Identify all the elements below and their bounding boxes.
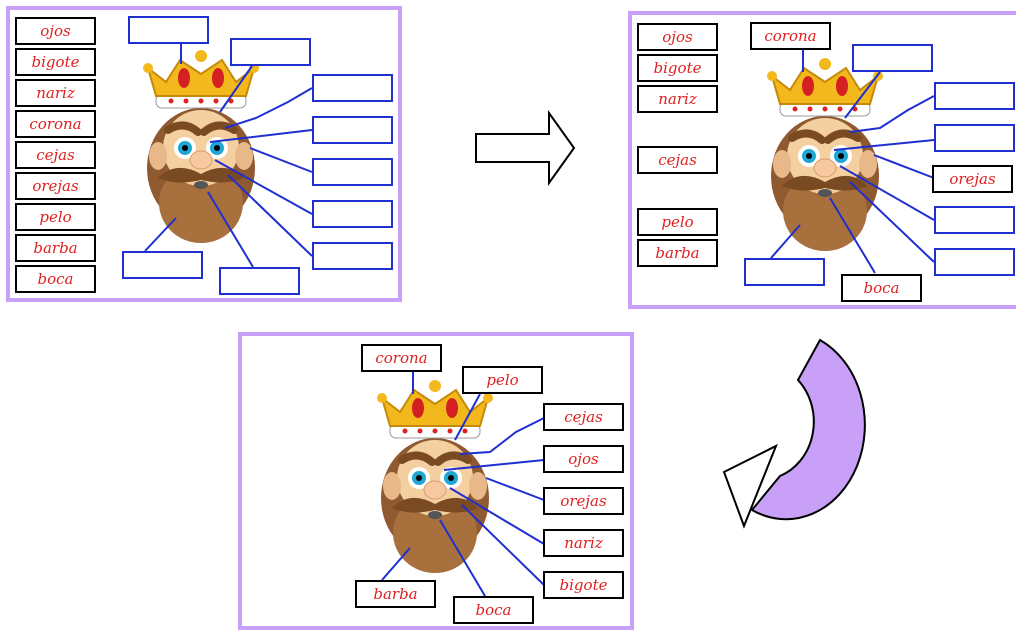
blank-box-cejas[interactable] xyxy=(934,82,1015,110)
answer-label-bigote[interactable]: bigote xyxy=(543,571,624,599)
placed-label-orejas[interactable]: orejas xyxy=(932,165,1013,193)
answer-label-ojos[interactable]: ojos xyxy=(543,445,624,473)
bank-label-boca[interactable]: boca xyxy=(15,265,96,293)
blank-box-boca[interactable] xyxy=(219,267,300,295)
bank-label-ojos[interactable]: ojos xyxy=(637,23,718,51)
blank-box-barba[interactable] xyxy=(744,258,825,286)
blank-box-bigote[interactable] xyxy=(312,242,393,270)
bank-label-bigote[interactable]: bigote xyxy=(15,48,96,76)
king-face-illustration xyxy=(143,50,259,243)
placed-label-corona[interactable]: corona xyxy=(750,22,831,50)
answer-label-cejas[interactable]: cejas xyxy=(543,403,624,431)
right-arrow-icon xyxy=(475,110,576,186)
blank-box-corona[interactable] xyxy=(128,16,209,44)
king-face-illustration xyxy=(377,380,493,573)
answer-label-barba[interactable]: barba xyxy=(355,580,436,608)
blank-box-cejas[interactable] xyxy=(312,74,393,102)
blank-box-orejas[interactable] xyxy=(312,158,393,186)
blank-box-pelo[interactable] xyxy=(230,38,311,66)
blank-box-ojos[interactable] xyxy=(312,116,393,144)
bank-label-orejas[interactable]: orejas xyxy=(15,172,96,200)
bank-label-pelo[interactable]: pelo xyxy=(637,208,718,236)
bank-label-pelo[interactable]: pelo xyxy=(15,203,96,231)
blank-box-ojos[interactable] xyxy=(934,124,1015,152)
bank-label-nariz[interactable]: nariz xyxy=(637,85,718,113)
bank-label-nariz[interactable]: nariz xyxy=(15,79,96,107)
bank-label-barba[interactable]: barba xyxy=(15,234,96,262)
answer-label-pelo[interactable]: pelo xyxy=(462,366,543,394)
bank-label-cejas[interactable]: cejas xyxy=(637,146,718,174)
answer-label-orejas[interactable]: orejas xyxy=(543,487,624,515)
blank-box-barba[interactable] xyxy=(122,251,203,279)
answer-label-corona[interactable]: corona xyxy=(361,344,442,372)
blank-box-nariz[interactable] xyxy=(934,206,1015,234)
blank-box-pelo[interactable] xyxy=(852,44,933,72)
answer-label-boca[interactable]: boca xyxy=(453,596,534,624)
placed-label-boca[interactable]: boca xyxy=(841,274,922,302)
bank-label-ojos[interactable]: ojos xyxy=(15,17,96,45)
answer-label-nariz[interactable]: nariz xyxy=(543,529,624,557)
bank-label-corona[interactable]: corona xyxy=(15,110,96,138)
bank-label-barba[interactable]: barba xyxy=(637,239,718,267)
bank-label-cejas[interactable]: cejas xyxy=(15,141,96,169)
blank-box-nariz[interactable] xyxy=(312,200,393,228)
blank-box-bigote[interactable] xyxy=(934,248,1015,276)
curved-arrow-icon xyxy=(722,338,866,529)
bank-label-bigote[interactable]: bigote xyxy=(637,54,718,82)
